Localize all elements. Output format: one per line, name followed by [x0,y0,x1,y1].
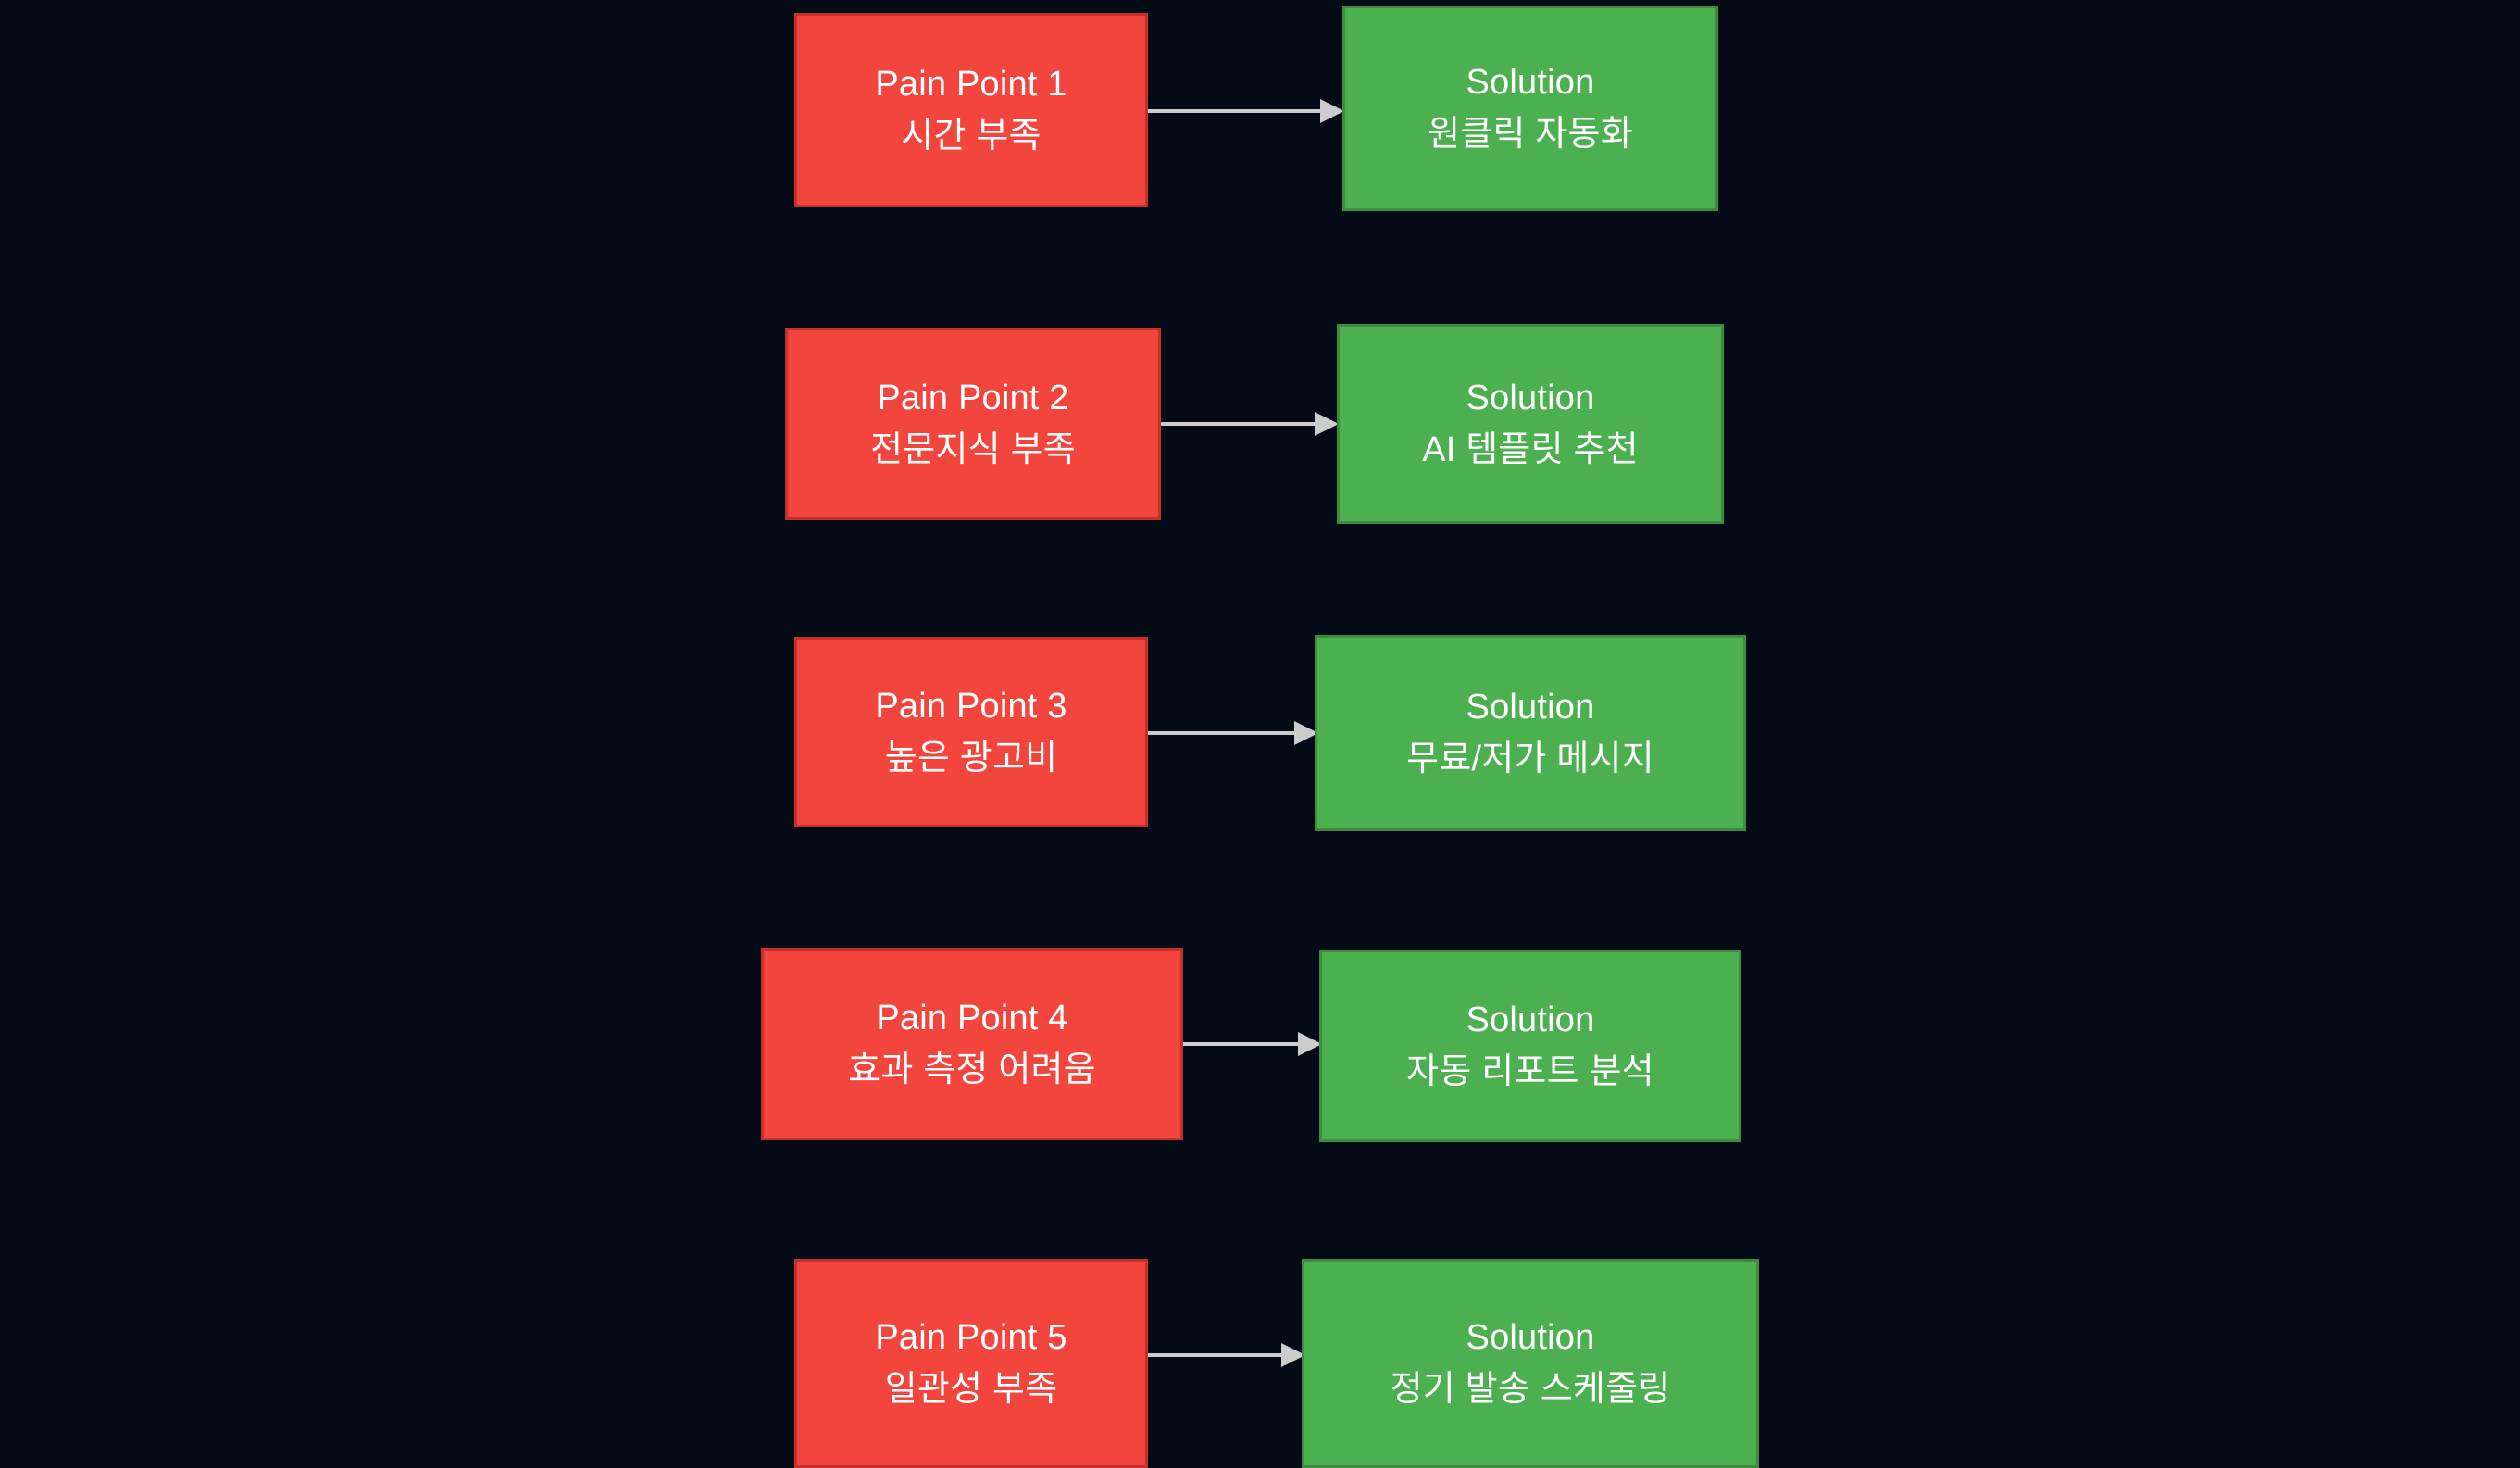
solution-detail-1: 원클릭 자동화 [1428,115,1633,154]
pain-point-node-3[interactable]: Pain Point 3 높은 광고비 [794,637,1148,827]
pain-point-title-1: Pain Point 1 [875,64,1067,104]
solution-node-1[interactable]: Solution 원클릭 자동화 [1342,6,1718,211]
edge-pain-to-solution-5 [1148,1340,1305,1370]
pain-point-title-4: Pain Point 4 [876,998,1068,1038]
edge-pain-to-solution-3 [1148,718,1318,748]
edge-pain-to-solution-1 [1148,96,1344,126]
pain-point-node-1[interactable]: Pain Point 1 시간 부족 [794,13,1148,207]
pain-point-title-3: Pain Point 3 [875,686,1067,726]
pain-point-detail-3: 높은 광고비 [884,739,1058,778]
pain-point-detail-2: 전문지식 부족 [870,430,1076,469]
pain-point-node-5[interactable]: Pain Point 5 일관성 부족 [794,1259,1148,1468]
pain-point-node-2[interactable]: Pain Point 2 전문지식 부족 [785,328,1161,520]
pain-point-title-5: Pain Point 5 [875,1317,1067,1357]
pain-point-node-4[interactable]: Pain Point 4 효과 측정 어려움 [761,948,1183,1140]
solution-title-5: Solution [1466,1317,1595,1357]
edge-pain-to-solution-2 [1161,409,1339,439]
solution-detail-2: AI 템플릿 추천 [1422,430,1639,469]
solution-title-4: Solution [1466,1000,1595,1039]
solution-node-5[interactable]: Solution 정기 발송 스케줄링 [1302,1259,1759,1468]
solution-title-1: Solution [1466,62,1595,102]
pain-point-detail-1: 시간 부족 [901,117,1042,156]
edge-pain-to-solution-4 [1183,1029,1322,1059]
solution-node-3[interactable]: Solution 무료/저가 메시지 [1315,635,1746,831]
solution-node-4[interactable]: Solution 자동 리포트 분석 [1319,950,1741,1142]
solution-title-3: Solution [1466,687,1595,727]
solution-title-2: Solution [1466,378,1595,417]
pain-point-detail-4: 효과 측정 어려움 [848,1051,1096,1089]
pain-point-detail-5: 일관성 부족 [884,1370,1058,1409]
solution-detail-3: 무료/저가 메시지 [1406,740,1654,778]
solution-detail-5: 정기 발송 스케줄링 [1390,1370,1671,1409]
solution-detail-4: 자동 리포트 분석 [1406,1052,1654,1091]
pain-point-title-2: Pain Point 2 [877,378,1069,417]
solution-node-2[interactable]: Solution AI 템플릿 추천 [1337,324,1724,524]
